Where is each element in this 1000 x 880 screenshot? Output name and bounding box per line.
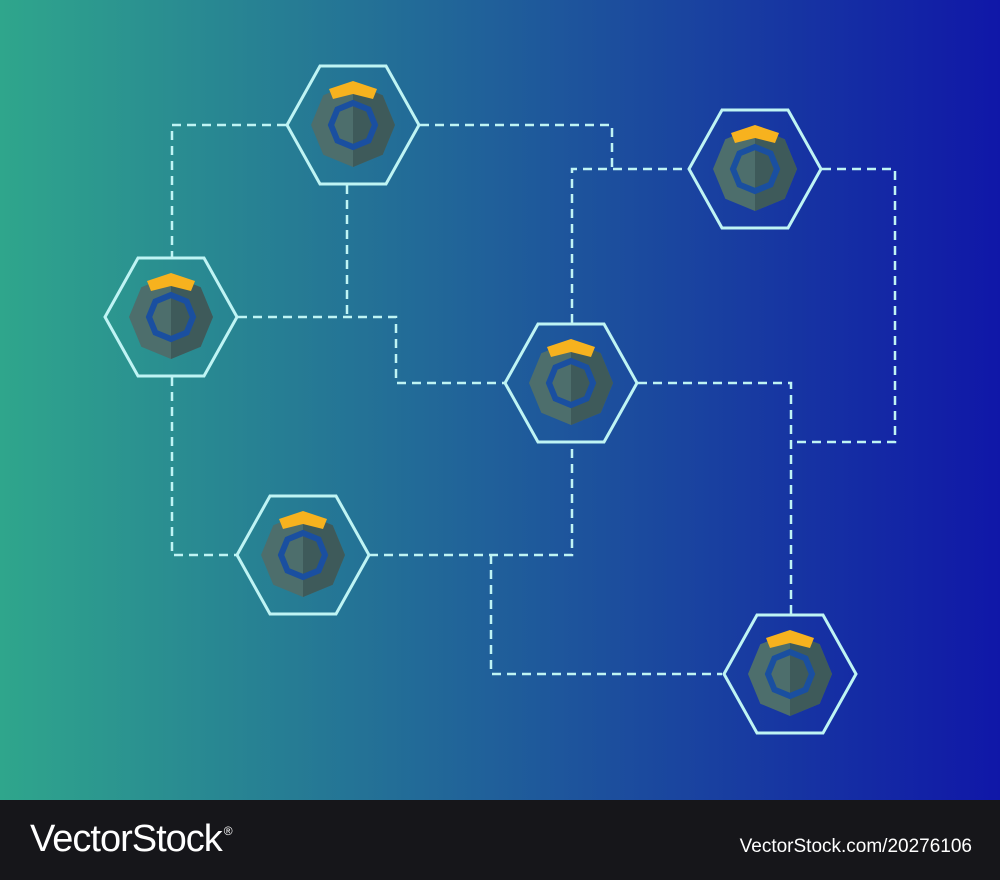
registered-mark: ®	[223, 824, 233, 838]
hexagon-frame	[687, 108, 823, 230]
node-top-center	[285, 64, 421, 186]
node-left	[103, 256, 239, 378]
node-bottom-left	[235, 494, 371, 616]
node-bottom-right	[722, 613, 858, 735]
connector-top-to-topright	[420, 123, 614, 169]
network-diagram	[0, 0, 1000, 800]
hexagon-frame	[722, 613, 858, 735]
background-gradient	[0, 0, 1000, 800]
image-id: VectorStock.com/20276106	[739, 836, 972, 857]
connectors	[170, 123, 897, 676]
watermark-footer: VectorStock® VectorStock.com/20276106	[0, 800, 1000, 880]
connector-center-to-topright	[570, 167, 688, 323]
node-center	[503, 322, 639, 444]
hexagon-frame	[503, 322, 639, 444]
hexagon-frame	[235, 494, 371, 616]
connector-topright-to-right	[791, 167, 897, 444]
hexagon-frame	[103, 256, 239, 378]
connector-top-to-left	[170, 123, 286, 258]
node-top-right	[687, 108, 823, 230]
brand-text: VectorStock	[30, 818, 223, 860]
connector-bottomleft-to-center	[369, 443, 574, 557]
connector-bottomleft-to-bottomright	[489, 555, 722, 676]
connector-center-to-bottomright	[638, 381, 793, 614]
brand-logo[interactable]: VectorStock®	[30, 818, 233, 861]
connector-left-to-center	[238, 315, 505, 385]
hexagon-frame	[285, 64, 421, 186]
